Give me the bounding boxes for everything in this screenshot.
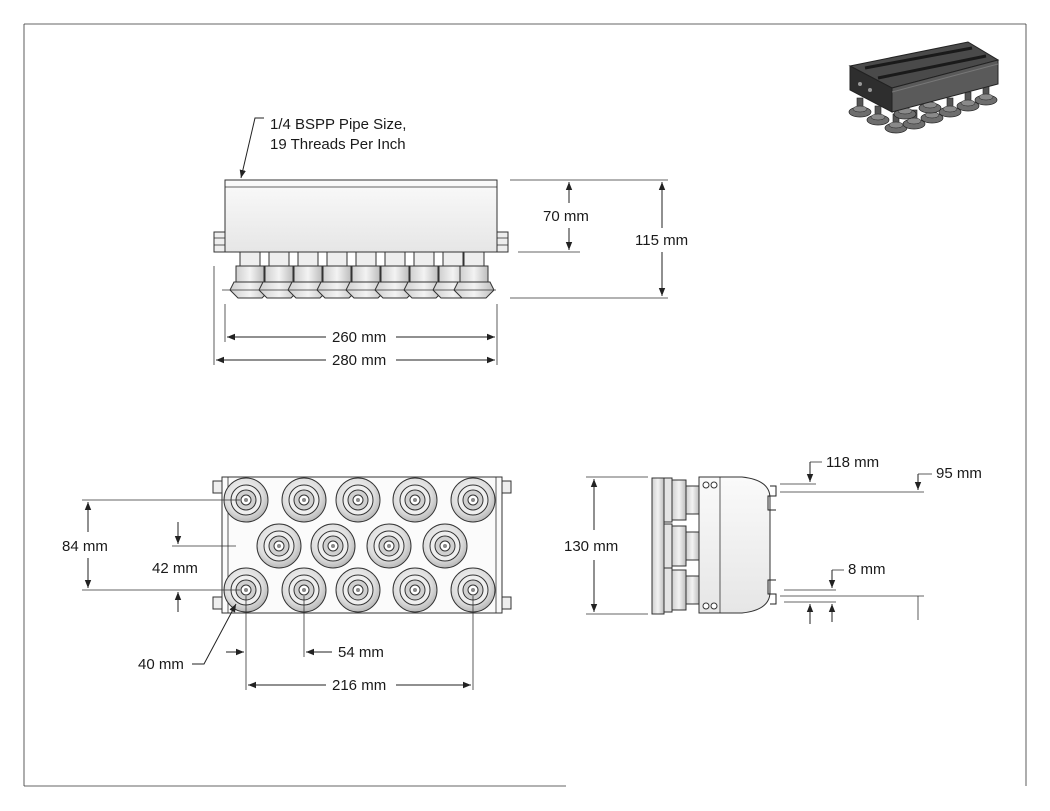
dim-54mm: 54 mm <box>338 644 384 661</box>
front-dimensions: 70 mm 115 mm 260 mm 280 mm <box>213 179 688 369</box>
dim-70mm: 70 mm <box>543 208 589 225</box>
manifold-body <box>224 179 498 253</box>
dim-280mm: 280 mm <box>332 352 386 369</box>
front-view <box>213 179 509 299</box>
suction-cup <box>335 477 381 523</box>
dim-216mm: 216 mm <box>332 677 386 694</box>
iso-cup <box>974 85 998 106</box>
bottom-dimensions: 84 mm 42 mm 40 mm 54 mm 216 mm <box>62 499 474 694</box>
side-cups <box>663 477 700 613</box>
suction-cup <box>281 567 327 613</box>
dim-115mm: 115 mm <box>635 232 688 249</box>
pipe-size-line2: 19 Threads Per Inch <box>270 136 406 153</box>
suction-cup <box>450 567 496 613</box>
suction-cup <box>310 523 356 569</box>
dim-130mm: 130 mm <box>564 538 618 555</box>
suction-cup <box>281 477 327 523</box>
suction-cup <box>392 477 438 523</box>
dim-40mm: 40 mm <box>138 656 184 673</box>
isometric-view <box>848 41 1000 134</box>
dim-260mm: 260 mm <box>332 329 386 346</box>
side-view <box>651 476 777 615</box>
suction-cup <box>422 523 468 569</box>
dim-118mm: 118 mm <box>826 454 879 471</box>
dim-84mm: 84 mm <box>62 538 108 555</box>
iso-cup <box>938 97 962 118</box>
pipe-size-callout: 1/4 BSPP Pipe Size, 19 Threads Per Inch <box>239 116 406 179</box>
pipe-size-line1: 1/4 BSPP Pipe Size, <box>270 116 406 133</box>
suction-cup <box>335 567 381 613</box>
suction-cup <box>223 477 269 523</box>
suction-cup <box>256 523 302 569</box>
dim-95mm: 95 mm <box>936 465 982 482</box>
suction-cup <box>450 477 496 523</box>
front-cup <box>403 251 445 299</box>
front-cups <box>222 251 496 299</box>
suction-cup <box>392 567 438 613</box>
suction-cup <box>366 523 412 569</box>
iso-cup <box>848 97 872 118</box>
dim-8mm: 8 mm <box>848 561 886 578</box>
side-cup <box>663 523 700 569</box>
iso-cup <box>866 105 890 126</box>
front-cup <box>345 251 387 299</box>
side-body <box>698 476 771 614</box>
iso-cup <box>956 91 980 112</box>
sheet-border <box>23 23 1027 787</box>
front-cup <box>453 251 495 299</box>
side-dimensions: 130 mm 118 mm 95 mm 8 mm <box>564 454 982 624</box>
iso-cup <box>884 113 908 134</box>
side-cup <box>663 567 700 613</box>
bottom-cups <box>223 477 496 613</box>
iso-side-face <box>891 59 999 113</box>
dim-42mm: 42 mm <box>152 560 198 577</box>
side-fitting-left <box>213 231 226 253</box>
bottom-view <box>212 476 512 614</box>
side-cup <box>663 477 700 523</box>
side-fitting-right <box>496 231 509 253</box>
